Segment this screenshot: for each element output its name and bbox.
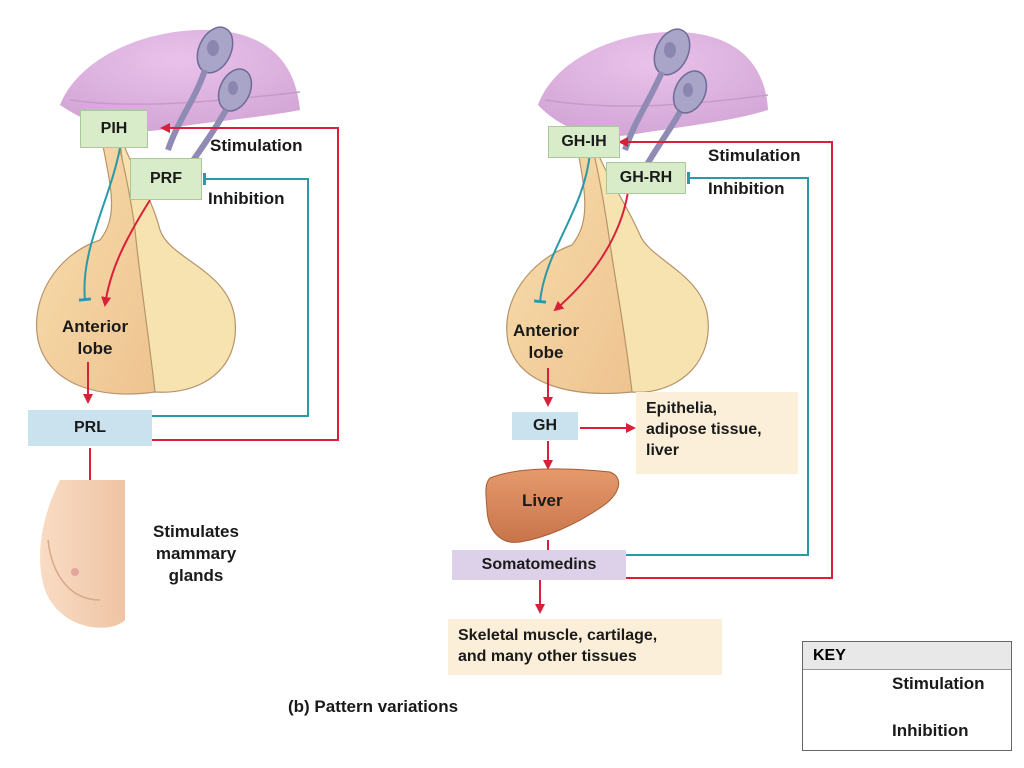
prf-box: PRF [130, 158, 202, 200]
right-inhibition-label: Inhibition [708, 179, 785, 198]
ghrh-stimulation-arrow [553, 191, 629, 312]
prl-label: PRL [74, 419, 106, 436]
prf-stimulation-arrow [101, 199, 151, 307]
right-lobe-word: lobe [528, 343, 564, 362]
gh-box: GH [512, 412, 578, 440]
pih-label: PIH [100, 120, 128, 137]
som-target-line-2: and many other tissues [458, 648, 637, 665]
target-line-1: Stimulates [153, 522, 239, 541]
somatomedins-box: Somatomedins [452, 550, 626, 580]
key-title: KEY [803, 642, 1011, 670]
key-inhibition-label: Inhibition [892, 721, 969, 740]
left-anterior-word: Anterior [61, 317, 129, 336]
ghih-label: GH-IH [561, 133, 607, 150]
ghrh-box: GH-RH [606, 162, 686, 194]
left-stimulation-label: Stimulation [210, 136, 303, 155]
mammary-target-label: Stimulates mammary glands [140, 521, 252, 587]
somatomedins-label: Somatomedins [481, 556, 597, 573]
ghrh-label: GH-RH [619, 169, 673, 186]
somatomedins-feedback-inhibition [625, 172, 809, 556]
right-stimulation-label: Stimulation [708, 146, 801, 165]
breast-illustration [40, 480, 125, 628]
prf-label: PRF [150, 170, 182, 187]
gh-label: GH [533, 417, 557, 434]
somatomedins-targets-box: Skeletal muscle, cartilage, and many oth… [448, 619, 722, 675]
ghih-box: GH-IH [548, 126, 620, 158]
key-stimulation-label: Stimulation [892, 674, 985, 693]
liver-label: Liver [522, 491, 563, 510]
target-line-2: mammary [155, 544, 237, 563]
gh-targets-box: Epithelia, adipose tissue, liver [636, 392, 798, 474]
left-lobe-word: lobe [77, 339, 113, 358]
som-target-line-1: Skeletal muscle, cartilage, [458, 627, 658, 644]
right-anterior-lobe-label: Anterior lobe [500, 320, 592, 364]
figure-caption: (b) Pattern variations [288, 697, 459, 716]
right-pathways [533, 137, 833, 614]
pih-inhibition-line [78, 147, 121, 302]
gh-target-line-3: liver [646, 442, 679, 459]
prl-feedback-inhibition [152, 173, 309, 417]
right-anterior-word: Anterior [512, 321, 580, 340]
left-pituitary-illustration [36, 26, 301, 395]
left-anterior-lobe-label: Anterior lobe [55, 316, 135, 360]
pih-box: PIH [80, 110, 148, 148]
somatomedins-feedback-stimulation [618, 137, 833, 579]
prl-feedback-stimulation [152, 123, 339, 441]
liver-illustration [485, 468, 620, 543]
key-legend: KEY [802, 641, 1012, 751]
left-anterior-lobe [36, 127, 156, 395]
gh-target-line-1: Epithelia, [646, 400, 718, 417]
target-line-3: glands [168, 566, 224, 585]
prl-box: PRL [28, 410, 152, 446]
gh-target-line-2: adipose tissue, [646, 421, 762, 438]
ghih-inhibition-line [533, 151, 591, 304]
right-hypothalamus [538, 31, 768, 137]
right-anterior-lobe [506, 131, 633, 394]
left-inhibition-label: Inhibition [208, 189, 285, 208]
